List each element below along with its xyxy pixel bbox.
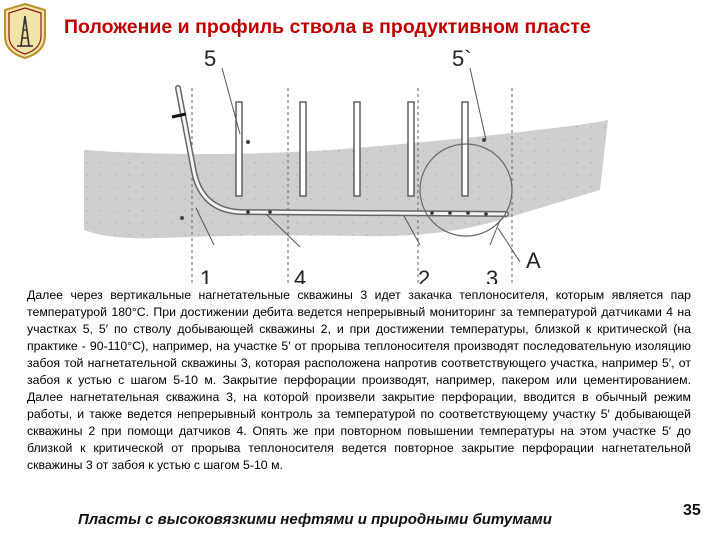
body-text: Далее через вертикальные нагнетательные … (27, 288, 691, 472)
section-boundary-lines (191, 88, 513, 284)
label-3: 3 (486, 266, 498, 284)
label-5-prime: 5` (452, 46, 472, 71)
label-1: 1 (200, 266, 212, 284)
university-logo (4, 2, 46, 60)
label-4: 4 (294, 266, 306, 284)
productive-stratum (84, 120, 608, 239)
slide-title: Положение и профиль ствола в продуктивно… (64, 16, 591, 38)
section-a-circle (419, 143, 513, 237)
label-5: 5 (204, 46, 216, 71)
page-number: 35 (683, 502, 701, 519)
well-profile-diagram: 5 5` 1 4 2 3 A (84, 46, 608, 284)
label-a: A (526, 248, 541, 273)
label-2: 2 (418, 266, 430, 284)
temperature-sensors (246, 210, 488, 216)
injection-wells (235, 101, 469, 197)
footer-caption: Пласты с высоковязкими нефтями и природн… (78, 511, 552, 528)
